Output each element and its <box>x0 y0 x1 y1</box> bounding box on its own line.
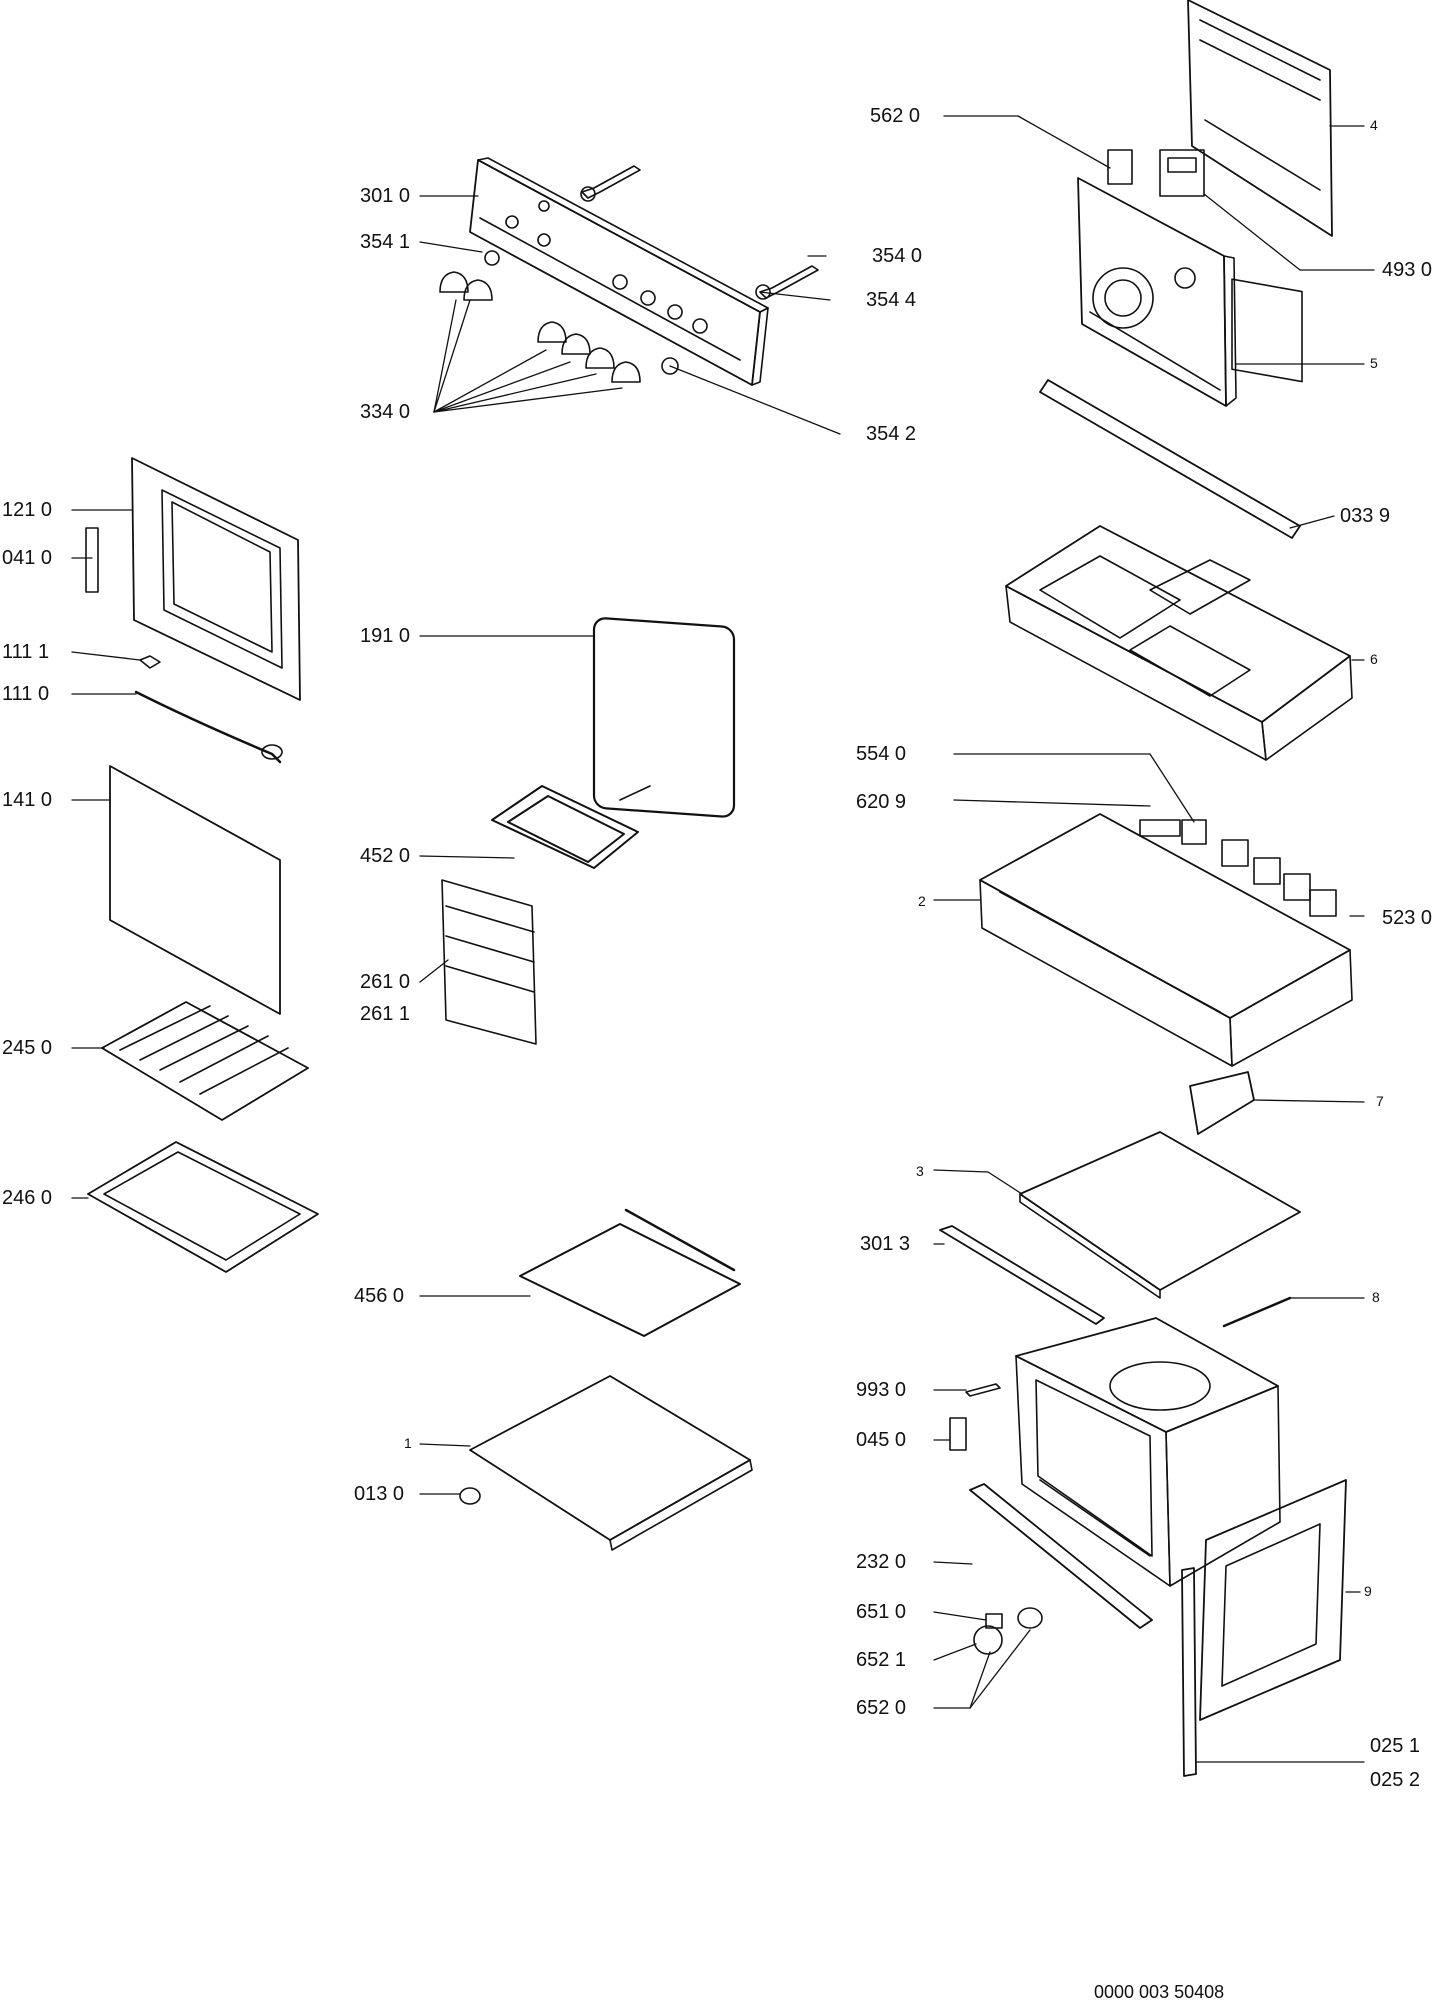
heater-4560 <box>519 1208 741 1337</box>
part-1111 <box>139 655 161 669</box>
control-panel-part <box>469 157 769 386</box>
label-6209: 620 9 <box>856 791 907 813</box>
label-0252: 025 2 <box>1370 1769 1421 1791</box>
rail-2320 <box>969 1483 1153 1629</box>
fan-cover-part <box>1077 177 1237 407</box>
label-1: 1 <box>404 1435 412 1451</box>
side-strip-025 <box>1181 1567 1197 1777</box>
label-3010: 301 0 <box>360 185 411 207</box>
deflector-part <box>1189 1071 1255 1135</box>
label-5230: 523 0 <box>1382 907 1433 929</box>
label-6: 6 <box>1370 651 1378 667</box>
label-0251: 025 1 <box>1370 1735 1421 1757</box>
label-0130: 013 0 <box>354 1483 405 1505</box>
back-panel-part <box>1187 0 1333 383</box>
label-3013: 301 3 <box>860 1233 911 1255</box>
label-5540: 554 0 <box>856 743 907 765</box>
label-9: 9 <box>1364 1583 1372 1599</box>
label-2450: 245 0 <box>2 1037 53 1059</box>
label-4520: 452 0 <box>360 845 411 867</box>
bottom-plate-1 <box>469 1375 753 1551</box>
label-8: 8 <box>1372 1289 1380 1305</box>
part-0130 <box>459 1487 481 1505</box>
rack-2450 <box>101 1001 309 1121</box>
label-7: 7 <box>1376 1093 1384 1109</box>
label-2460: 246 0 <box>2 1187 53 1209</box>
label-1110: 111 0 <box>2 683 50 705</box>
label-5620: 562 0 <box>870 105 921 127</box>
door-frame-9 <box>1199 1479 1347 1721</box>
label-2: 2 <box>918 893 926 909</box>
label-6510: 651 0 <box>856 1601 907 1623</box>
label-1111: 111 1 <box>2 641 50 663</box>
gasket-1910 <box>592 617 736 818</box>
heater-4520 <box>491 785 651 869</box>
lamp-parts <box>973 1607 1043 1655</box>
leader-lines <box>71 115 1375 1763</box>
label-4930: 493 0 <box>1382 259 1433 281</box>
part-0450 <box>949 1417 967 1451</box>
label-1210: 121 0 <box>2 499 53 521</box>
door-121 <box>131 457 301 701</box>
label-3340: 334 0 <box>360 401 411 423</box>
bracket-562 <box>1107 149 1133 185</box>
switch-shafts <box>580 165 819 300</box>
label-2320: 232 0 <box>856 1551 907 1573</box>
label-5: 5 <box>1370 355 1378 371</box>
label-3542: 354 2 <box>866 423 917 445</box>
label-1410: 141 0 <box>2 789 53 811</box>
label-3540: 354 0 <box>872 245 923 267</box>
label-4560: 456 0 <box>354 1285 405 1307</box>
label-6520: 652 0 <box>856 1697 907 1719</box>
label-9930: 993 0 <box>856 1379 907 1401</box>
oven-cavity-part <box>1015 1317 1281 1587</box>
strip-3013 <box>939 1225 1105 1325</box>
screw-9930 <box>965 1383 1001 1397</box>
label-0450: 045 0 <box>856 1429 907 1451</box>
knobs-334 <box>439 250 679 383</box>
label-2610: 261 0 <box>360 971 411 993</box>
glass-1410 <box>109 765 281 1015</box>
handle-end <box>261 744 283 760</box>
label-4: 4 <box>1370 117 1378 133</box>
label-3544: 354 4 <box>866 289 917 311</box>
top-plate-part <box>1019 1131 1301 1299</box>
rod-8 <box>1222 1296 1292 1328</box>
fan-motor-part <box>1159 149 1205 197</box>
label-0410: 041 0 <box>2 547 53 569</box>
label-3: 3 <box>916 1163 924 1179</box>
control-tray-part <box>979 813 1353 1067</box>
insulation-strip-0339 <box>1039 379 1301 539</box>
drawing-code: 0000 003 50408 <box>1094 1982 1225 2002</box>
handle-1110 <box>134 690 282 764</box>
hinge-0410 <box>85 527 99 593</box>
tray-2460 <box>87 1141 319 1273</box>
top-cover-part <box>1005 525 1353 761</box>
side-racks-261 <box>441 879 537 1045</box>
label-2611: 261 1 <box>360 1003 411 1025</box>
label-0339: 033 9 <box>1340 505 1391 527</box>
label-3541: 354 1 <box>360 231 411 253</box>
label-6521: 652 1 <box>856 1649 907 1671</box>
label-1910: 191 0 <box>360 625 411 647</box>
